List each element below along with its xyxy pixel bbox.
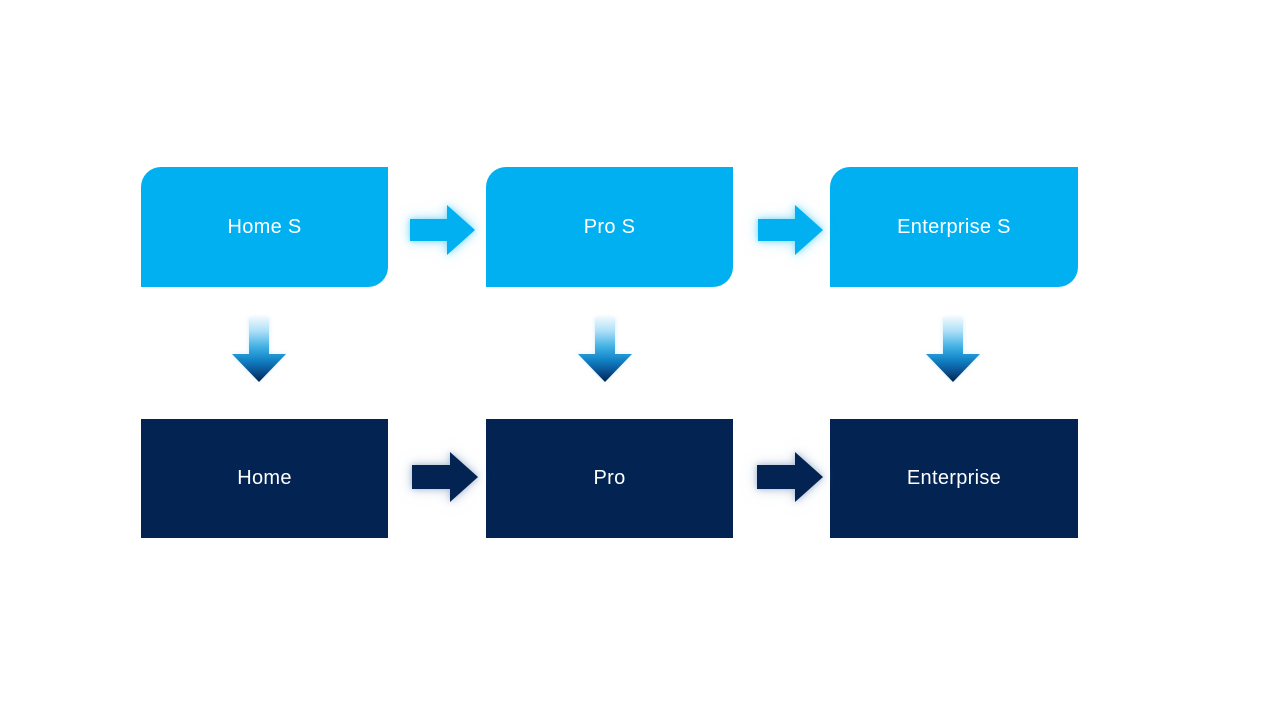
node-label: Home	[237, 467, 292, 489]
right-arrow-icon	[757, 452, 823, 502]
node-label: Pro	[593, 467, 626, 489]
node-home-s: Home S	[141, 167, 388, 287]
node-label: Enterprise S	[897, 215, 1011, 238]
right-arrow-icon	[412, 452, 478, 502]
node-pro-s: Pro S	[486, 167, 733, 287]
node-label: Enterprise	[906, 467, 1002, 489]
node-pro: Pro	[486, 419, 733, 538]
down-arrow-icon	[926, 318, 980, 382]
right-arrow-icon	[758, 205, 823, 255]
node-home: Home	[141, 419, 388, 538]
node-enterprise-s: Enterprise S	[830, 167, 1078, 287]
down-arrow-icon	[232, 318, 286, 382]
node-label: Home S	[227, 215, 302, 238]
right-arrow-icon	[410, 205, 475, 255]
node-label: Pro S	[583, 215, 636, 238]
down-arrow-icon	[578, 318, 632, 382]
node-enterprise: Enterprise	[830, 419, 1078, 538]
